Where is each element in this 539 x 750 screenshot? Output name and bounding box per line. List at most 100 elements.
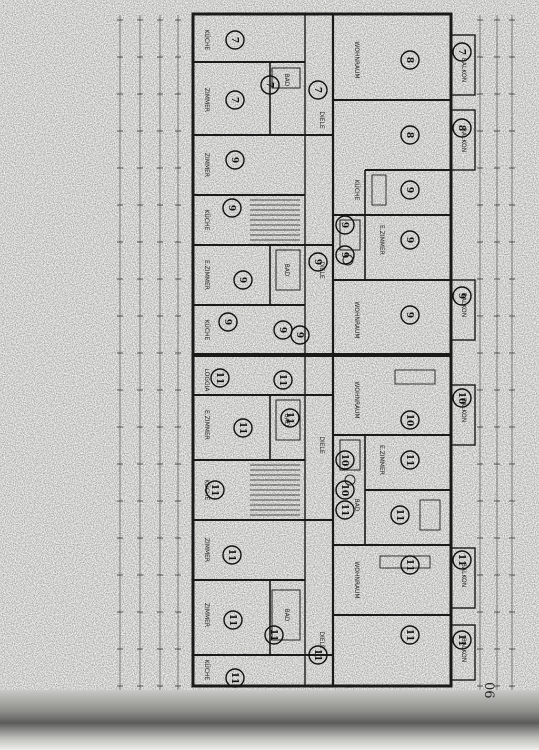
svg-text:11: 11	[209, 484, 219, 497]
room-labels: KÜCHE ZIMMER ZIMMER KÜCHE E.ZIMMER KÜCHE LOGGI…	[203, 30, 467, 681]
room-label-diele: DIELE	[318, 631, 325, 649]
room-label-kueche: KÜCHE	[203, 660, 210, 681]
room-label-eltern: E.ZIMMER	[378, 445, 385, 475]
unit-marker: 11	[400, 555, 420, 575]
unit-marker: 7	[452, 42, 472, 62]
svg-text:9: 9	[456, 293, 466, 299]
dimension-lines	[119, 15, 513, 690]
svg-text:10: 10	[456, 392, 466, 405]
room-label-zimmer: ZIMMER	[203, 153, 210, 177]
room-label-balkon: BALKON	[460, 638, 467, 662]
svg-text:10: 10	[339, 454, 349, 467]
svg-text:7: 7	[229, 97, 239, 103]
unit-marker: 11	[400, 450, 420, 470]
unit-marker: 8	[400, 125, 420, 145]
unit-marker: 10	[335, 480, 355, 500]
building-walls	[191, 12, 476, 688]
svg-text:11: 11	[404, 559, 414, 572]
svg-text:9: 9	[229, 157, 239, 163]
svg-text:7: 7	[229, 37, 239, 43]
room-label-balkon: BALKON	[460, 398, 467, 422]
svg-text:7: 7	[264, 82, 274, 88]
svg-text:11: 11	[237, 422, 247, 435]
room-label-bad: BAD	[353, 499, 360, 512]
unit-marker: 7	[308, 80, 328, 100]
svg-text:11: 11	[404, 454, 414, 467]
svg-text:9: 9	[404, 312, 414, 318]
unit-marker: 10	[335, 450, 355, 470]
svg-text:11: 11	[214, 372, 224, 385]
svg-text:9: 9	[237, 277, 247, 283]
svg-text:11: 11	[277, 374, 287, 387]
svg-text:11: 11	[284, 412, 294, 425]
room-label-eltern: E.ZIMMER	[203, 410, 210, 440]
svg-text:8: 8	[456, 125, 466, 131]
svg-text:11: 11	[456, 554, 466, 567]
unit-marker: 11	[308, 645, 328, 665]
unit-marker: 9	[273, 320, 293, 340]
unit-marker: 11	[280, 408, 300, 428]
unit-marker: 9	[308, 252, 328, 272]
svg-text:11: 11	[227, 614, 237, 627]
room-label-kueche: KÜCHE	[203, 320, 210, 341]
room-label-eltern: E.ZIMMER	[378, 225, 385, 255]
svg-text:11: 11	[268, 629, 278, 642]
unit-marker: 9	[218, 312, 238, 332]
svg-text:9: 9	[222, 319, 232, 325]
unit-marker: 11	[222, 545, 242, 565]
room-label-wohnraum: WOHNRAUM	[353, 41, 360, 78]
dimension-ticks	[117, 19, 515, 687]
room-label-wohnraum: WOHNRAUM	[353, 561, 360, 598]
svg-text:11: 11	[404, 629, 414, 642]
svg-text:8: 8	[404, 57, 414, 63]
room-label-eltern: E.ZIMMER	[203, 260, 210, 290]
svg-text:11: 11	[312, 649, 322, 662]
unit-marker: 9	[452, 286, 472, 306]
svg-text:11: 11	[226, 549, 236, 562]
svg-text:11: 11	[456, 634, 466, 647]
unit-marker: 11	[452, 550, 472, 570]
unit-marker: 11	[452, 630, 472, 650]
svg-text:9: 9	[404, 187, 414, 193]
room-label-kueche: KÜCHE	[353, 180, 360, 201]
room-label-kueche: KÜCHE	[203, 30, 210, 51]
scan-edge-band	[0, 690, 539, 750]
room-label-bad: BAD	[283, 74, 290, 87]
unit-marker: 7	[225, 30, 245, 50]
svg-text:7: 7	[312, 87, 322, 93]
room-label-bad: BAD	[283, 609, 290, 622]
kitchen-counters	[371, 174, 441, 569]
unit-marker: 9	[335, 215, 355, 235]
room-label-wohnraum: WOHNRAUM	[353, 301, 360, 338]
unit-marker: 11	[205, 480, 225, 500]
room-label-balkon: BALKON	[460, 128, 467, 152]
svg-text:9: 9	[294, 332, 304, 338]
unit-marker: 11	[233, 418, 253, 438]
room-label-balkon: BALKON	[460, 563, 467, 587]
svg-text:9: 9	[226, 205, 236, 211]
unit-marker: 9	[335, 245, 355, 265]
room-label-loggia: LOGGIA	[203, 368, 210, 392]
svg-text:11: 11	[229, 672, 239, 685]
unit-marker: 11	[223, 610, 243, 630]
unit-marker: 10	[452, 388, 472, 408]
sheet-number: 06	[481, 682, 496, 699]
svg-text:11: 11	[339, 504, 349, 517]
unit-marker: 9	[233, 270, 253, 290]
room-label-zimmer: ZIMMER	[203, 88, 210, 112]
svg-text:9: 9	[404, 237, 414, 243]
svg-text:8: 8	[404, 132, 414, 138]
unit-marker: 11	[225, 668, 245, 688]
room-label-zimmer: ZIMMER	[203, 603, 210, 627]
unit-marker: 11	[273, 370, 293, 390]
unit-marker: 7	[225, 90, 245, 110]
room-label-wohnraum: WOHNRAUM	[353, 381, 360, 418]
room-label-diele: DIELE	[318, 436, 325, 454]
unit-marker: 9	[400, 305, 420, 325]
unit-marker: 8	[400, 50, 420, 70]
svg-text:9: 9	[339, 222, 349, 228]
unit-marker: 9	[400, 180, 420, 200]
